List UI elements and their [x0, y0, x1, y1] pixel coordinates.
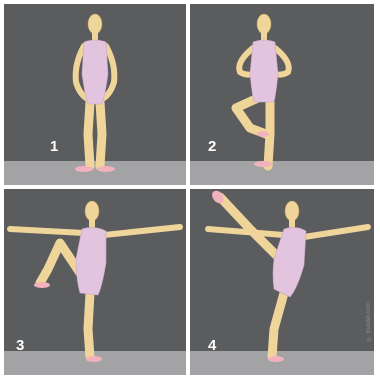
- ballerina-passe-retire-icon: [190, 4, 374, 185]
- panel-number: 4: [208, 337, 216, 354]
- panel-1: 1: [4, 4, 186, 185]
- panel-2: 2: [190, 4, 374, 185]
- panel-3: 3: [4, 189, 186, 375]
- ballerina-grand-battement-icon: [190, 189, 374, 375]
- panel-number: 3: [16, 337, 24, 354]
- panel-4: 4 © Builder.com: [190, 189, 374, 375]
- panel-number: 1: [50, 138, 58, 155]
- ballerina-first-position-icon: [4, 4, 186, 185]
- ballerina-developpe-icon: [4, 189, 186, 375]
- watermark: © Builder.com: [366, 302, 372, 341]
- panel-number: 2: [208, 138, 216, 155]
